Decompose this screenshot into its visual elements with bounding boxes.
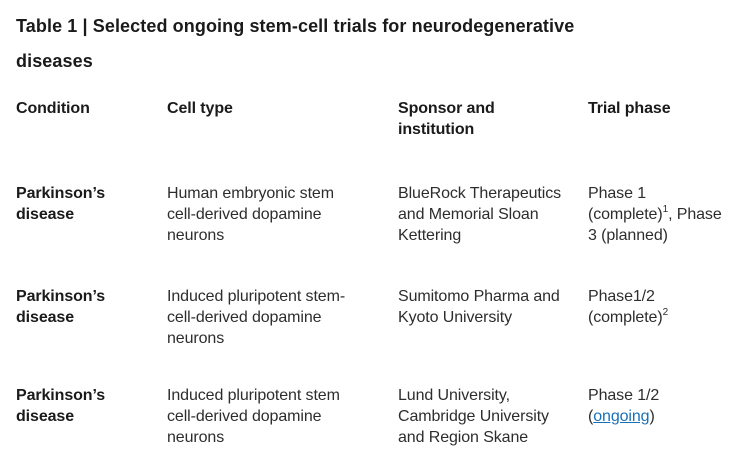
trials-table: Condition Cell type Sponsor and institut…	[16, 98, 731, 448]
condition-cell: Parkinson’s disease	[16, 288, 106, 326]
sponsor-cell: Lund University, Cambridge University an…	[398, 387, 549, 446]
phase-text: Phase1/2 (complete)	[588, 288, 663, 326]
phase-text: Phase 1/2 (	[588, 387, 660, 425]
trial-phase-cell: Phase 1 (complete)1, Phase 3 (planned)	[588, 183, 741, 246]
sponsor-cell: BlueRock Therapeutics and Memorial Sloan…	[398, 185, 562, 244]
condition-cell: Parkinson’s disease	[16, 185, 106, 223]
reference-superscript: 1	[662, 203, 669, 215]
phase-text: )	[649, 408, 655, 425]
column-header-sponsor: Sponsor and institution	[398, 100, 495, 138]
cell-type-cell: Human embryonic stem cell-derived dopami…	[167, 185, 334, 244]
condition-cell: Parkinson’s disease	[16, 387, 106, 425]
table-header-row: Condition Cell type Sponsor and institut…	[16, 98, 731, 140]
sponsor-cell: Sumitomo Pharma and Kyoto University	[398, 288, 560, 326]
table-title: Table 1 | Selected ongoing stem-cell tri…	[16, 16, 575, 71]
cell-type-cell: Induced pluripotent stem- cell-derived d…	[167, 288, 346, 347]
cell-type-cell: Induced pluripotent stem cell-derived do…	[167, 387, 340, 446]
trial-phase-cell: Phase1/2 (complete)2	[588, 286, 741, 349]
ongoing-trial-link[interactable]: ongoing	[593, 408, 650, 425]
phase-text: Phase 1 (complete)	[588, 185, 663, 223]
table-row: Parkinson’s disease Induced pluripotent …	[16, 286, 731, 349]
column-header-trial-phase: Trial phase	[588, 100, 671, 117]
table-row: Parkinson’s disease Human embryonic stem…	[16, 183, 731, 246]
table-row: Parkinson’s disease Induced pluripotent …	[16, 385, 731, 448]
column-header-cell-type: Cell type	[167, 100, 233, 117]
trial-phase-cell: Phase 1/2 (ongoing)	[588, 385, 741, 448]
phase-text: , Phase 3 (planned)	[588, 206, 722, 244]
column-header-condition: Condition	[16, 100, 90, 117]
reference-superscript: 2	[662, 306, 669, 318]
